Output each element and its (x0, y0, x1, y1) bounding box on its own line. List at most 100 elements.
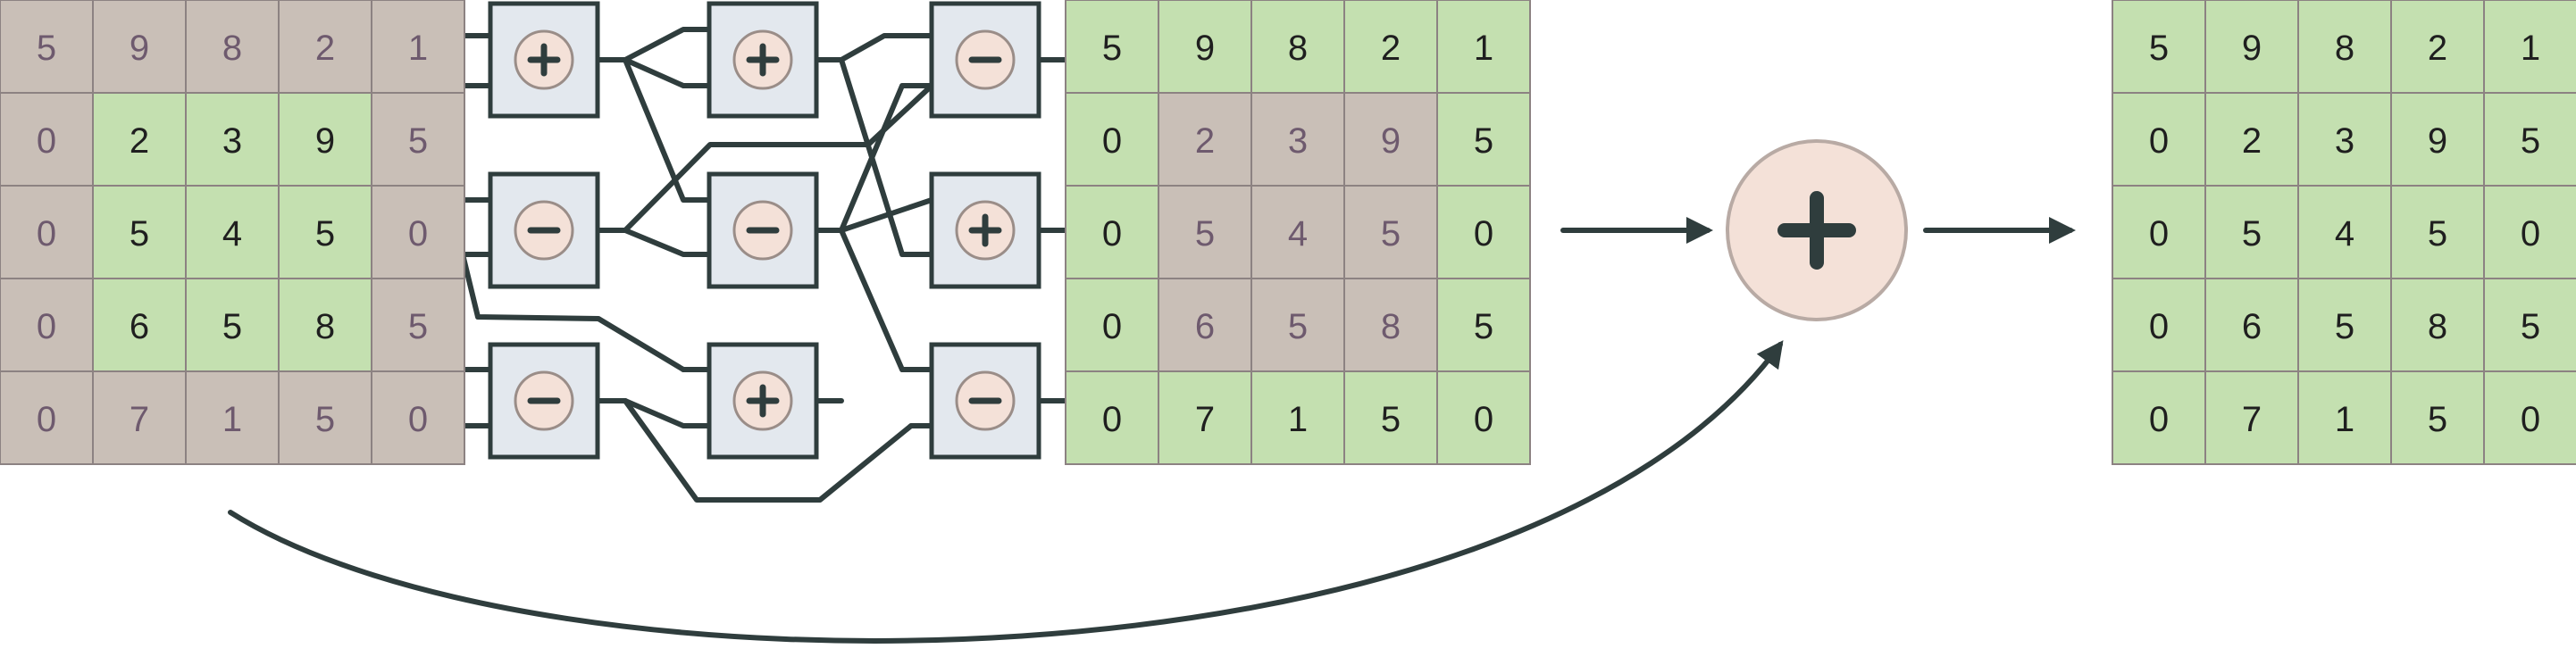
cell-value: 5 (2521, 121, 2540, 161)
wire (623, 27, 712, 62)
cell-value: 6 (1195, 307, 1215, 346)
grid-cell (371, 278, 465, 372)
grid-cell (1065, 370, 1159, 465)
wire (839, 33, 934, 62)
cell-value: 7 (130, 400, 149, 439)
cell-value: 5 (1381, 214, 1401, 254)
grid-cell (2390, 0, 2485, 94)
cell-value: 8 (315, 307, 335, 346)
grid-cell (278, 92, 372, 187)
grid-cell (371, 92, 465, 187)
cell-value: 0 (2149, 307, 2169, 346)
cell-value: 5 (2428, 400, 2447, 439)
grid-cell (278, 278, 372, 372)
grid-cell (278, 370, 372, 465)
cell-value: 5 (2428, 214, 2447, 254)
grid-cell (1436, 185, 1531, 279)
grid-cell (92, 185, 187, 279)
wire (839, 228, 934, 372)
wire (623, 57, 712, 203)
grid-cell (371, 0, 465, 94)
cell-value: 3 (222, 121, 242, 161)
operators-layer (488, 1, 1041, 460)
cell-value: 0 (37, 400, 56, 439)
cell-value: 0 (1102, 400, 1122, 439)
wire (623, 398, 934, 503)
grid-cell (2204, 185, 2299, 279)
grid-cell (371, 370, 465, 465)
grid-cell (92, 92, 187, 187)
grid-cell (0, 92, 94, 187)
grid-cell (2204, 0, 2299, 94)
op-col1-row2 (488, 171, 600, 289)
grid-cell (371, 185, 465, 279)
cell-value: 4 (1288, 214, 1308, 254)
grid-cell (2483, 370, 2576, 465)
cell-value: 9 (315, 121, 335, 161)
grid-cell (1250, 370, 1345, 465)
op-col2-row1 (707, 1, 819, 119)
cell-value: 1 (2335, 400, 2354, 439)
grid-cell (185, 185, 280, 279)
cell-value: 5 (315, 400, 335, 439)
op-col3-row1 (929, 1, 1041, 119)
grid-cell (1065, 278, 1159, 372)
cell-value: 0 (1102, 214, 1122, 254)
cell-value: 3 (1288, 121, 1308, 161)
wire (839, 83, 934, 233)
op-col1-row1 (488, 1, 600, 119)
cell-value: 5 (408, 307, 428, 346)
cell-value: 0 (2149, 121, 2169, 161)
cell-value: 5 (1288, 307, 1308, 346)
grid-cell (2390, 185, 2485, 279)
plus-icon (746, 43, 780, 77)
grid-cell (185, 0, 280, 94)
cell-value: 0 (1102, 307, 1122, 346)
op-col1-row3 (488, 342, 600, 460)
cell-value: 1 (2521, 29, 2540, 68)
grid-cell (2204, 370, 2299, 465)
cell-value: 7 (2242, 400, 2262, 439)
cell-value: 5 (37, 29, 56, 68)
grid-cell (92, 278, 187, 372)
cell-value: 0 (1474, 214, 1493, 254)
wire (839, 57, 934, 257)
operator-box (488, 342, 600, 460)
cell-value: 9 (2242, 29, 2262, 68)
grid-cell (278, 185, 372, 279)
cell-value: 9 (1195, 29, 1215, 68)
op-col2-row2 (707, 171, 819, 289)
grid-cell (0, 0, 94, 94)
cell-value: 2 (1381, 29, 1401, 68)
cell-value: 0 (2149, 400, 2169, 439)
wires-layer (460, 27, 1068, 503)
grid-cell (2297, 185, 2392, 279)
grid-cell (278, 0, 372, 94)
op-col2-row3 (707, 342, 819, 460)
operator-box (707, 171, 819, 289)
grid-cell (2297, 278, 2392, 372)
flow-layer (228, 139, 2076, 644)
big-operator (1726, 139, 1908, 321)
cell-value: 4 (222, 214, 242, 254)
wire (623, 398, 712, 428)
cell-value: 0 (37, 121, 56, 161)
plus-icon (968, 213, 1002, 247)
cell-value: 1 (222, 400, 242, 439)
plus-icon (527, 43, 561, 77)
cell-value: 8 (1288, 29, 1308, 68)
cell-value: 0 (37, 214, 56, 254)
cell-value: 9 (130, 29, 149, 68)
plus-icon (746, 384, 780, 418)
wire (623, 83, 934, 233)
wire (623, 228, 712, 257)
cell-value: 8 (222, 29, 242, 68)
grid-cell (2483, 0, 2576, 94)
cell-value: 0 (408, 214, 428, 254)
cell-value: 5 (1474, 307, 1493, 346)
op-col3-row2 (929, 171, 1041, 289)
